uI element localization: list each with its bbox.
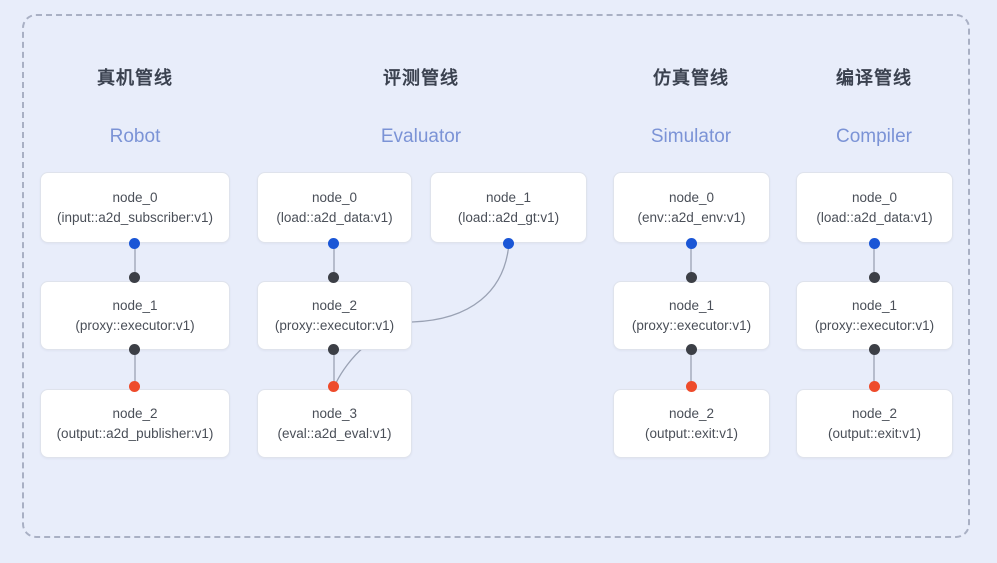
node-comp-node-1[interactable]: node_1 (proxy::executor:v1)	[796, 281, 953, 350]
node-comp-node-0[interactable]: node_0 (load::a2d_data:v1)	[796, 172, 953, 243]
column-title-en-evaluator: Evaluator	[380, 126, 462, 147]
port-output-eval-node-0[interactable]	[328, 238, 339, 249]
node-spec: (output::exit:v1)	[644, 425, 739, 441]
port-input-sim-node-2[interactable]	[686, 381, 697, 392]
port-input-comp-node-2[interactable]	[869, 381, 880, 392]
column-title-cn-evaluator: 评测管线	[383, 68, 459, 88]
node-spec: (output::a2d_publisher:v1)	[56, 425, 214, 441]
column-title-cn-compiler: 编译管线	[836, 68, 912, 88]
port-input-robot-node-1[interactable]	[129, 272, 140, 283]
node-robot-node-2[interactable]: node_2 (output::a2d_publisher:v1)	[40, 389, 230, 458]
port-input-comp-node-1[interactable]	[869, 272, 880, 283]
node-name: node_1	[668, 297, 715, 313]
port-output-eval-node-1[interactable]	[503, 238, 514, 249]
node-robot-node-0[interactable]: node_0 (input::a2d_subscriber:v1)	[40, 172, 230, 243]
node-name: node_2	[851, 405, 898, 421]
node-eval-node-3[interactable]: node_3 (eval::a2d_eval:v1)	[257, 389, 412, 458]
port-output-comp-node-1[interactable]	[869, 344, 880, 355]
node-sim-node-1[interactable]: node_1 (proxy::executor:v1)	[613, 281, 770, 350]
column-title-cn-robot: 真机管线	[97, 68, 173, 88]
node-spec: (load::a2d_data:v1)	[816, 209, 933, 225]
node-spec: (proxy::executor:v1)	[274, 317, 395, 333]
node-name: node_0	[112, 189, 158, 205]
port-input-robot-node-2[interactable]	[129, 381, 140, 392]
port-output-robot-node-0[interactable]	[129, 238, 140, 249]
node-name: node_0	[311, 189, 358, 205]
node-spec: (load::a2d_gt:v1)	[457, 209, 560, 225]
node-comp-node-2[interactable]: node_2 (output::exit:v1)	[796, 389, 953, 458]
node-spec: (eval::a2d_eval:v1)	[277, 425, 392, 441]
node-name: node_1	[112, 297, 158, 313]
node-name: node_0	[851, 189, 898, 205]
column-title-en-robot: Robot	[109, 126, 161, 147]
node-spec: (proxy::executor:v1)	[75, 317, 195, 333]
node-eval-node-0[interactable]: node_0 (load::a2d_data:v1)	[257, 172, 412, 243]
port-output-sim-node-1[interactable]	[686, 344, 697, 355]
port-output-eval-node-2[interactable]	[328, 344, 339, 355]
column-title-en-simulator: Simulator	[650, 126, 732, 147]
node-sim-node-0[interactable]: node_0 (env::a2d_env:v1)	[613, 172, 770, 243]
column-title-cn-simulator: 仿真管线	[653, 68, 729, 88]
node-name: node_0	[668, 189, 715, 205]
port-input-eval-node-2[interactable]	[328, 272, 339, 283]
node-spec: (load::a2d_data:v1)	[276, 209, 393, 225]
node-robot-node-1[interactable]: node_1 (proxy::executor:v1)	[40, 281, 230, 350]
node-eval-node-2[interactable]: node_2 (proxy::executor:v1)	[257, 281, 412, 350]
node-name: node_2	[311, 297, 358, 313]
node-spec: (output::exit:v1)	[827, 425, 922, 441]
node-sim-node-2[interactable]: node_2 (output::exit:v1)	[613, 389, 770, 458]
node-spec: (proxy::executor:v1)	[631, 317, 752, 333]
node-name: node_1	[851, 297, 898, 313]
port-output-comp-node-0[interactable]	[869, 238, 880, 249]
node-spec: (proxy::executor:v1)	[814, 317, 935, 333]
node-spec: (env::a2d_env:v1)	[637, 209, 746, 225]
node-eval-node-1[interactable]: node_1 (load::a2d_gt:v1)	[430, 172, 587, 243]
node-name: node_2	[112, 405, 158, 421]
port-output-robot-node-1[interactable]	[129, 344, 140, 355]
node-name: node_2	[668, 405, 715, 421]
node-name: node_3	[311, 405, 358, 421]
port-output-sim-node-0[interactable]	[686, 238, 697, 249]
node-spec: (input::a2d_subscriber:v1)	[56, 209, 214, 225]
port-input-eval-node-3[interactable]	[328, 381, 339, 392]
column-title-en-compiler: Compiler	[835, 126, 913, 147]
node-name: node_1	[485, 189, 532, 205]
port-input-sim-node-1[interactable]	[686, 272, 697, 283]
diagram-dashed-frame	[22, 14, 970, 538]
